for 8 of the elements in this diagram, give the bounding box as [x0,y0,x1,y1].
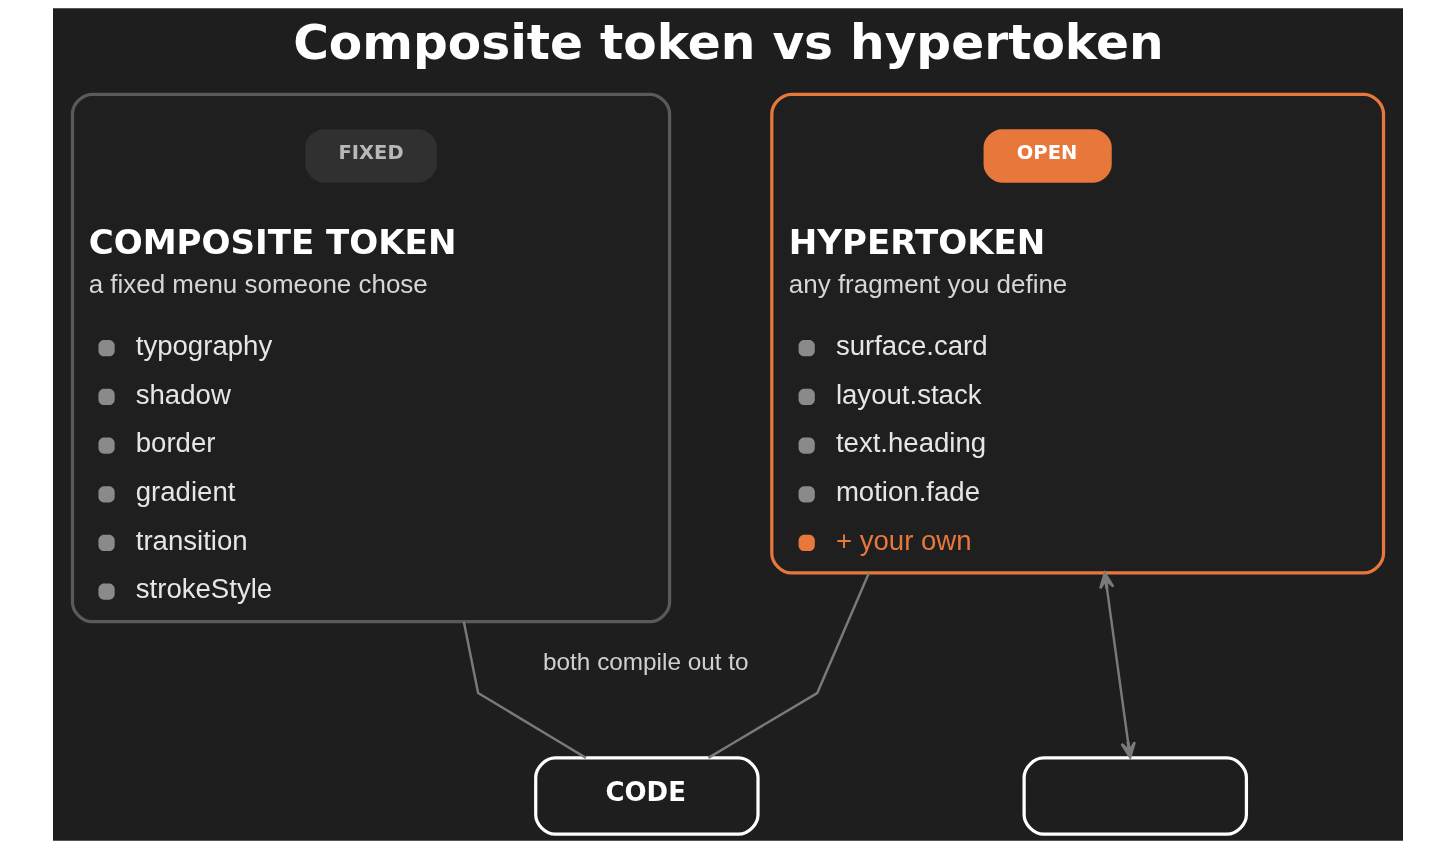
connector [462,621,587,759]
diagram-title: Composite token vs hypertoken [293,13,1164,70]
node-box: OPEN [983,129,1112,183]
label: both compile out to [543,647,749,675]
node-box: CODE [534,756,760,836]
node-box [1022,756,1249,836]
arrow [1099,571,1136,759]
connector [707,572,871,759]
